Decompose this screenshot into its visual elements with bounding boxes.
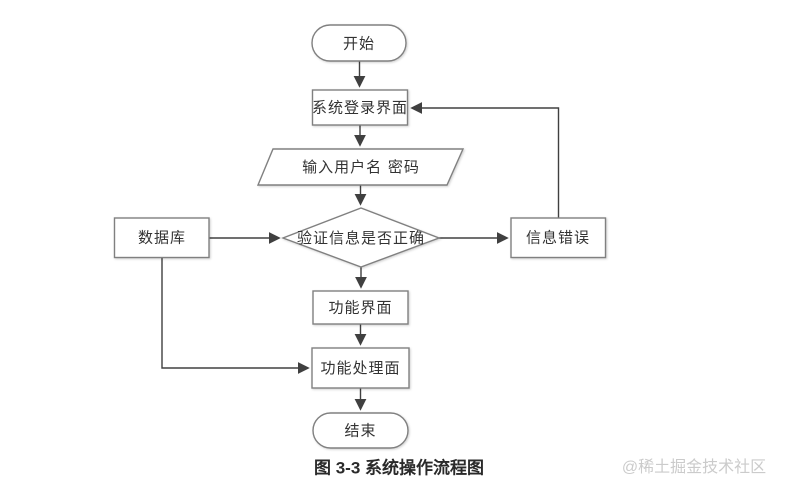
node-input [256, 148, 465, 186]
node-function-process-label: 功能处理面 [320, 359, 400, 377]
node-input-label: 输入用户名 密码 [302, 158, 420, 176]
node-end-label: 结束 [344, 422, 376, 440]
node-end [312, 412, 409, 449]
edge-database-to-function-process [161, 257, 310, 374]
node-error [510, 217, 607, 259]
watermark: @稀土掘金技术社区 [622, 458, 766, 476]
figure-caption: 图 3-3 系统操作流程图 [314, 457, 484, 477]
node-database [113, 217, 210, 259]
node-function-ui [312, 290, 409, 325]
node-login [311, 89, 409, 126]
node-login-label: 系统登录界面 [312, 99, 408, 117]
node-function-process [311, 347, 410, 389]
node-verify [281, 207, 441, 268]
edge-error-to-login [410, 102, 560, 218]
node-start [311, 24, 407, 62]
node-verify-label: 验证信息是否正确 [297, 229, 425, 247]
node-database-label: 数据库 [138, 229, 186, 247]
node-function-ui-label: 功能界面 [328, 299, 392, 317]
node-start-label: 开始 [343, 35, 375, 53]
node-error-label: 信息错误 [526, 229, 590, 247]
